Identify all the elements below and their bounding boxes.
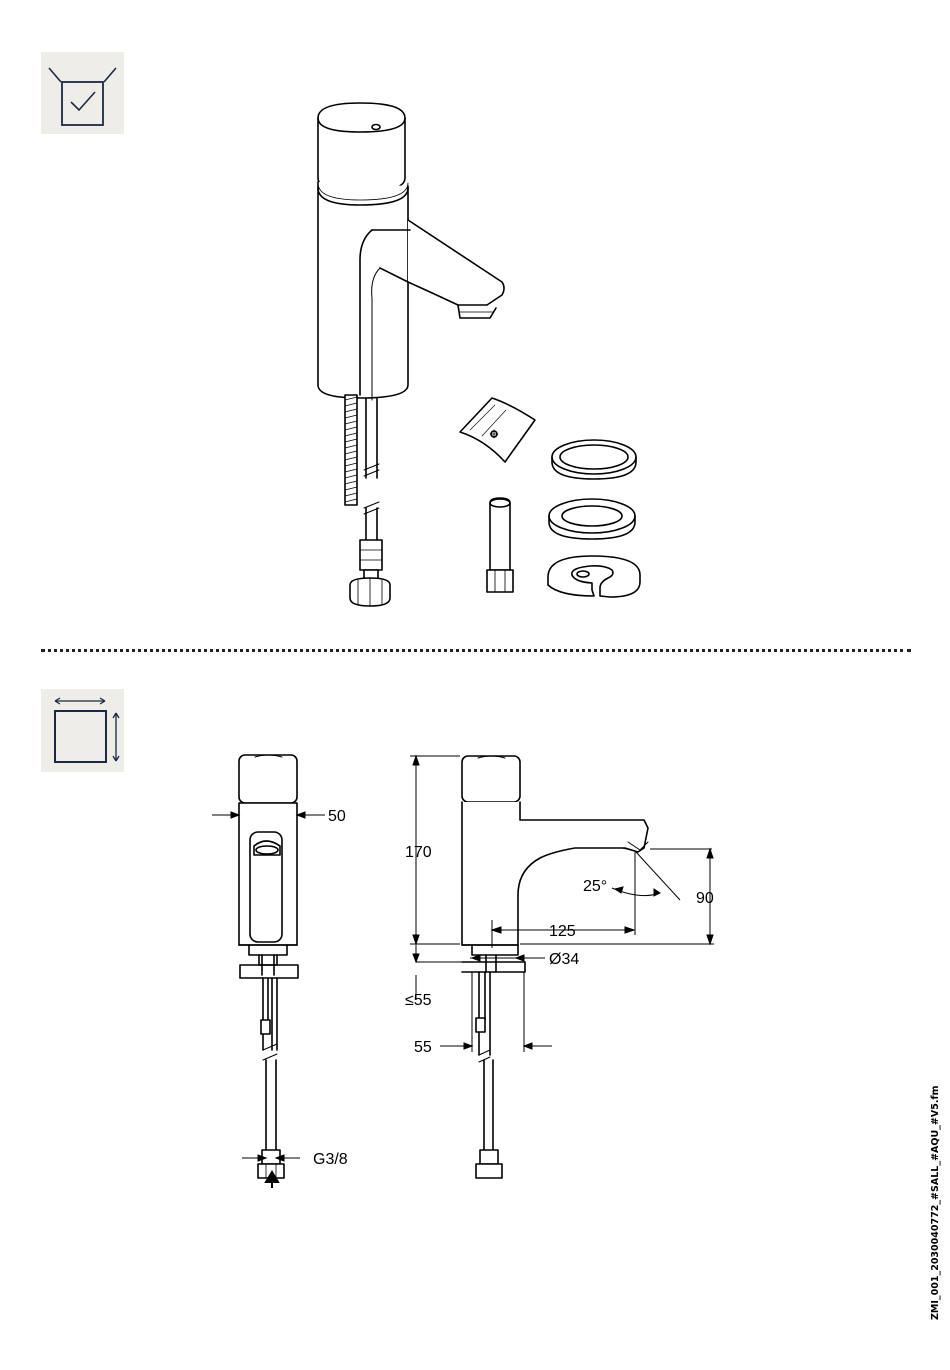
document-reference-text: ZMI_001_2030040772_#SALL_#AQU_#V5.fm xyxy=(930,1085,941,1320)
dim-spout-clearance: 90 xyxy=(696,890,714,907)
stud-drawing xyxy=(487,498,513,592)
faucet-front-view xyxy=(239,755,298,1178)
dim-body-width: 50 xyxy=(328,808,346,825)
dim-hole-diameter: Ø34 xyxy=(549,951,579,968)
washer-drawings xyxy=(548,440,640,597)
dim-spout-angle: 25° xyxy=(583,878,607,895)
dim-height: 170 xyxy=(405,844,432,861)
dim-spout-reach: 125 xyxy=(549,923,576,940)
grease-sachet-drawing xyxy=(460,398,535,462)
dim-deck-thickness: ≤55 xyxy=(405,992,432,1009)
dim-min-distance: 55 xyxy=(414,1039,432,1056)
section-divider xyxy=(41,649,911,652)
document-reference: ZMI_001_2030040772_#SALL_#AQU_#V5.fm xyxy=(924,1040,944,1320)
dim-connection-thread: G3/8 xyxy=(313,1151,348,1168)
faucet-perspective-drawing xyxy=(318,103,504,606)
